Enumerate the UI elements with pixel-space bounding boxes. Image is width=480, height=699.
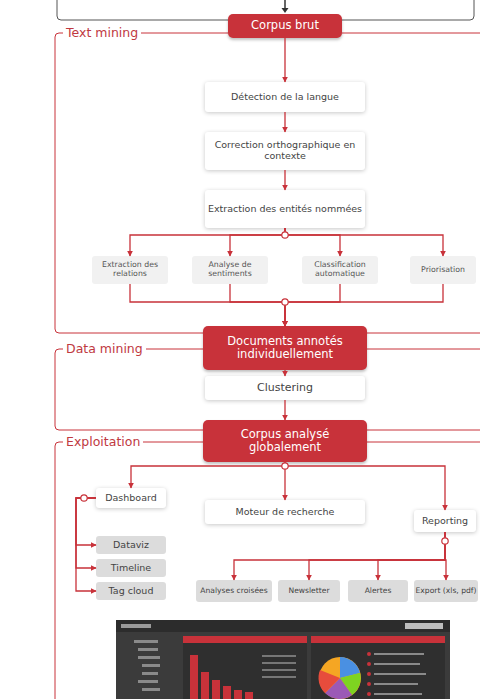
flow-arrow <box>284 38 285 82</box>
node-text: Tag cloud <box>109 586 154 597</box>
pill-box: Corpus brut <box>228 14 342 38</box>
flow-arrow <box>76 498 96 591</box>
feature-box: Tag cloud <box>96 582 166 600</box>
process-box: Clustering <box>205 376 365 400</box>
node-text: Analyse de sentiments <box>192 261 268 279</box>
flow-arrow <box>284 170 285 190</box>
pill-box: Documents annotés individuellement <box>203 326 367 370</box>
pill-box: Corpus analysé globalement <box>203 420 367 462</box>
node-text: Documents annotés individuellement <box>203 335 367 361</box>
junction-dot <box>442 538 448 544</box>
node-text: Extraction des relations <box>92 261 168 279</box>
flow-arrow <box>234 532 445 580</box>
node-text: Reporting <box>422 516 468 527</box>
flow-arrow <box>230 284 285 326</box>
node-text: Détection de la langue <box>231 92 339 103</box>
process-box: Détection de la langue <box>205 82 365 112</box>
node-text: Clustering <box>257 382 313 395</box>
section-bracket <box>55 442 64 699</box>
input-arrow-head <box>282 8 289 13</box>
feature-box: Export (xls, pdf) <box>414 580 478 602</box>
section-label: Data mining <box>63 342 146 356</box>
task-box: Analyse de sentiments <box>192 256 268 284</box>
node-text: Correction orthographique en contexte <box>205 140 365 162</box>
feature-box: Dataviz <box>96 536 166 554</box>
input-arrow <box>284 0 286 9</box>
node-text: Priorisation <box>421 266 465 275</box>
node-text: Newsletter <box>288 587 329 596</box>
output-box: Reporting <box>414 510 476 532</box>
section-label: Text mining <box>63 26 141 40</box>
junction-dot <box>282 463 288 469</box>
node-text: Corpus analysé globalement <box>203 428 367 454</box>
node-text: Export (xls, pdf) <box>416 587 477 596</box>
flow-arrow <box>230 228 285 256</box>
section-line <box>138 33 480 333</box>
process-box: Extraction des entités nommées <box>205 190 365 228</box>
node-text: Classification automatique <box>302 261 378 279</box>
flow-arrow <box>285 284 340 326</box>
feature-box: Newsletter <box>278 580 340 602</box>
node-text: Moteur de recherche <box>236 507 335 518</box>
junction-dot <box>282 232 288 238</box>
output-box: Dashboard <box>96 488 166 508</box>
section-bracket <box>55 349 203 430</box>
node-text: Analyses croisées <box>200 587 267 596</box>
section-label: Exploitation <box>63 435 143 449</box>
flow-arrow <box>285 228 443 256</box>
flow-arrow <box>130 284 285 326</box>
flow-arrow <box>445 532 446 580</box>
task-box: Classification automatique <box>302 256 378 284</box>
node-text: Timeline <box>111 563 151 574</box>
section-bracket <box>55 33 203 333</box>
flow-arrow <box>284 112 285 132</box>
feature-box: Alertes <box>348 580 408 602</box>
flow-arrow <box>284 400 285 420</box>
flow-arrow <box>285 284 443 326</box>
flow-arrow <box>285 462 445 510</box>
node-text: Corpus brut <box>251 19 319 32</box>
node-text: Dataviz <box>113 540 149 551</box>
flow-arrow <box>378 532 445 580</box>
flow-arrow <box>284 462 285 500</box>
flow-arrow <box>309 532 445 580</box>
task-box: Priorisation <box>410 256 476 284</box>
flow-arrow <box>284 370 285 376</box>
flow-arrow <box>76 498 96 568</box>
node-text: Alertes <box>365 587 392 596</box>
junction-dot <box>282 299 288 305</box>
flow-arrow <box>130 228 285 256</box>
node-text: Extraction des entités nommées <box>208 204 362 215</box>
node-text: Dashboard <box>105 493 157 504</box>
flow-arrow <box>131 462 285 488</box>
flow-arrow <box>76 498 96 545</box>
feature-box: Analyses croisées <box>196 580 272 602</box>
process-box: Correction orthographique en contexte <box>205 132 365 170</box>
dashboard-screenshot <box>116 620 450 699</box>
feature-box: Timeline <box>96 559 166 577</box>
output-box: Moteur de recherche <box>205 500 365 524</box>
junction-dot <box>81 495 87 501</box>
flow-arrow <box>285 228 340 256</box>
task-box: Extraction des relations <box>92 256 168 284</box>
